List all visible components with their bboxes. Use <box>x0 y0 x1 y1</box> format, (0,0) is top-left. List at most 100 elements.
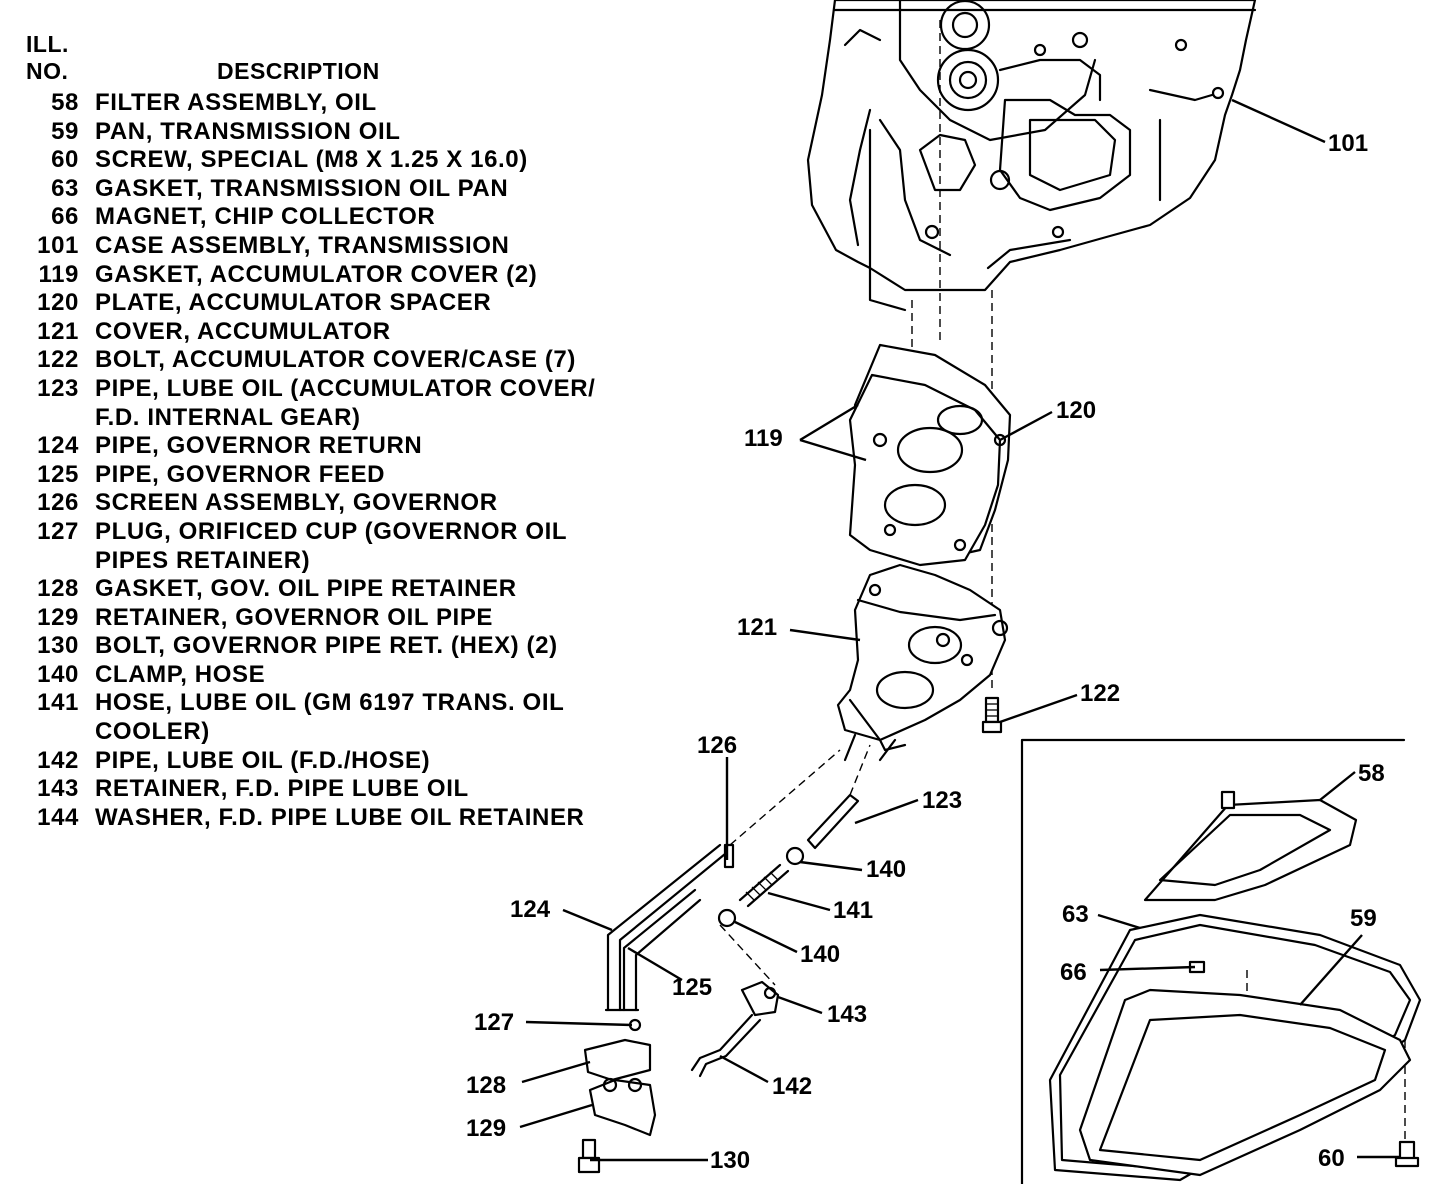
legend-item-number: 128 <box>37 575 79 603</box>
legend-item-number: 60 <box>51 146 79 174</box>
legend-item-number: 125 <box>37 460 79 488</box>
legend-row: 121 COVER, ACCUMULATOR <box>22 318 662 347</box>
legend-item-description: CLAMP, HOSE <box>95 660 266 688</box>
legend-row: 140 CLAMP, HOSE <box>22 661 662 690</box>
legend-item-number: 58 <box>51 89 79 116</box>
legend-item-number: 126 <box>37 489 79 517</box>
callout-127: 127 <box>474 1009 514 1036</box>
legend-item-number: 127 <box>37 517 79 545</box>
callout-60: 60 <box>1318 1145 1345 1172</box>
governor-pipe-retainer-drawing <box>577 1018 657 1174</box>
legend-item-description: COVER, ACCUMULATOR <box>95 317 391 345</box>
legend-item-description: PIPE, GOVERNOR RETURN <box>95 432 423 460</box>
bolt-122-drawing <box>981 696 1003 734</box>
legend-row: 119 GASKET, ACCUMULATOR COVER (2) <box>22 261 662 290</box>
callout-122: 122 <box>1080 680 1120 707</box>
callout-119: 119 <box>744 425 783 452</box>
legend-item-description: WASHER, F.D. PIPE LUBE OIL RETAINER <box>95 803 585 831</box>
callout-140-upper: 140 <box>866 856 906 883</box>
callout-143: 143 <box>827 1001 867 1028</box>
legend-item-description: PAN, TRANSMISSION OIL <box>95 117 401 145</box>
callout-128: 128 <box>466 1072 506 1099</box>
governor-screen-drawing <box>723 749 841 869</box>
legend-item-description: PIPE, LUBE OIL (F.D./HOSE) <box>95 746 431 774</box>
legend-item-number: 143 <box>37 775 79 803</box>
legend-item-number: 130 <box>37 632 79 660</box>
legend-header-description: DESCRIPTION <box>217 58 380 84</box>
legend-row: 125 PIPE, GOVERNOR FEED <box>22 461 662 490</box>
legend-item-number: 122 <box>37 346 79 374</box>
callout-101: 101 <box>1328 130 1368 157</box>
callout-140-lower: 140 <box>800 941 840 968</box>
legend-item-description: PLUG, ORIFICED CUP (GOVERNOR OIL PIPES R… <box>95 517 568 574</box>
legend-item-number: 142 <box>37 746 79 774</box>
legend-item-description: CASE ASSEMBLY, TRANSMISSION <box>95 231 510 259</box>
governor-pipes-drawing <box>604 843 727 1012</box>
legend-item-number: 59 <box>51 117 79 145</box>
legend-row: 124 PIPE, GOVERNOR RETURN <box>22 432 662 461</box>
legend-row: 142 PIPE, LUBE OIL (F.D./HOSE) <box>22 747 662 776</box>
callout-129: 129 <box>466 1115 506 1142</box>
callout-141: 141 <box>833 897 873 924</box>
legend-item-description: PIPE, GOVERNOR FEED <box>95 460 386 488</box>
leader-lines <box>519 98 1400 1162</box>
legend-item-number: 140 <box>37 660 79 688</box>
callout-58: 58 <box>1358 760 1385 787</box>
callout-66: 66 <box>1060 959 1087 986</box>
callout-59: 59 <box>1350 905 1377 932</box>
legend-row: 143 RETAINER, F.D. PIPE LUBE OIL <box>22 775 662 804</box>
callout-labels: 101 119 120 121 122 126 123 140 141 140 … <box>466 130 1385 1174</box>
legend-item-description: BOLT, ACCUMULATOR COVER/CASE (7) <box>95 346 576 374</box>
legend-row: 144 WASHER, F.D. PIPE LUBE OIL RETAINER <box>22 804 662 833</box>
legend-item-number: 101 <box>37 231 79 259</box>
legend-item-description: GASKET, GOV. OIL PIPE RETAINER <box>95 575 517 603</box>
legend-row: 129 RETAINER, GOVERNOR OIL PIPE <box>22 604 662 633</box>
legend-item-description: SCREW, SPECIAL (M8 X 1.25 X 16.0) <box>95 146 528 174</box>
legend-item-number: 124 <box>37 432 79 460</box>
legend-item-number: 129 <box>37 603 79 631</box>
legend-item-description: HOSE, LUBE OIL (GM 6197 TRANS. OIL COOLE… <box>95 689 565 746</box>
transmission-case-drawing <box>806 0 1257 312</box>
legend-item-description: RETAINER, GOVERNOR OIL PIPE <box>95 603 494 631</box>
callout-120: 120 <box>1056 397 1096 424</box>
legend-item-number: 141 <box>37 689 79 717</box>
legend-row: 127 PLUG, ORIFICED CUP (GOVERNOR OIL PIPE… <box>22 518 662 575</box>
legend-item-number: 121 <box>37 317 79 345</box>
legend-item-description: MAGNET, CHIP COLLECTOR <box>95 203 436 231</box>
legend-row: 122 BOLT, ACCUMULATOR COVER/CASE (7) <box>22 346 662 375</box>
legend-item-description: GASKET, ACCUMULATOR COVER (2) <box>95 260 538 288</box>
legend-item-number: 123 <box>37 374 79 402</box>
lube-oil-pipe-123-drawing <box>806 744 871 850</box>
legend-row: 141 HOSE, LUBE OIL (GM 6197 TRANS. OIL CO… <box>22 689 662 746</box>
accumulator-cover-drawing <box>836 563 1009 762</box>
legend-item-number: 120 <box>37 289 79 317</box>
legend-item-description: FILTER ASSEMBLY, OIL <box>95 89 377 116</box>
callout-123: 123 <box>922 787 962 814</box>
legend-header-no: NO. <box>26 58 69 84</box>
callout-125: 125 <box>672 974 712 1001</box>
parts-legend: 58 FILTER ASSEMBLY, OIL 59 PAN, TRANSMISSIO… <box>22 89 662 832</box>
legend-item-description: PIPE, LUBE OIL (ACCUMULATOR COVER/ F.D. … <box>95 374 596 431</box>
legend-item-number: 66 <box>51 203 79 231</box>
callout-63: 63 <box>1062 901 1089 928</box>
legend-row: 123 PIPE, LUBE OIL (ACCUMULATOR COVER/ F.… <box>22 375 662 432</box>
legend-row: 101 CASE ASSEMBLY, TRANSMISSION <box>22 232 662 261</box>
legend-row: 66 MAGNET, CHIP COLLECTOR <box>22 203 662 232</box>
callout-124: 124 <box>510 896 551 923</box>
retainer-and-pipe-142-drawing <box>690 980 780 1078</box>
accumulator-gaskets-drawing <box>848 343 1012 567</box>
callout-130: 130 <box>710 1147 750 1174</box>
legend-row: 60 SCREW, SPECIAL (M8 X 1.25 X 16.0) <box>22 146 662 175</box>
callout-126: 126 <box>697 732 737 759</box>
legend-item-number: 63 <box>51 174 79 202</box>
legend-item-number: 144 <box>37 803 79 831</box>
oil-pan-inset <box>1020 738 1422 1184</box>
legend-header-ill: ILL. <box>26 31 69 57</box>
legend-item-description: RETAINER, F.D. PIPE LUBE OIL <box>95 775 469 803</box>
legend-item-number: 119 <box>38 260 79 288</box>
legend-item-description: PLATE, ACCUMULATOR SPACER <box>95 289 492 317</box>
